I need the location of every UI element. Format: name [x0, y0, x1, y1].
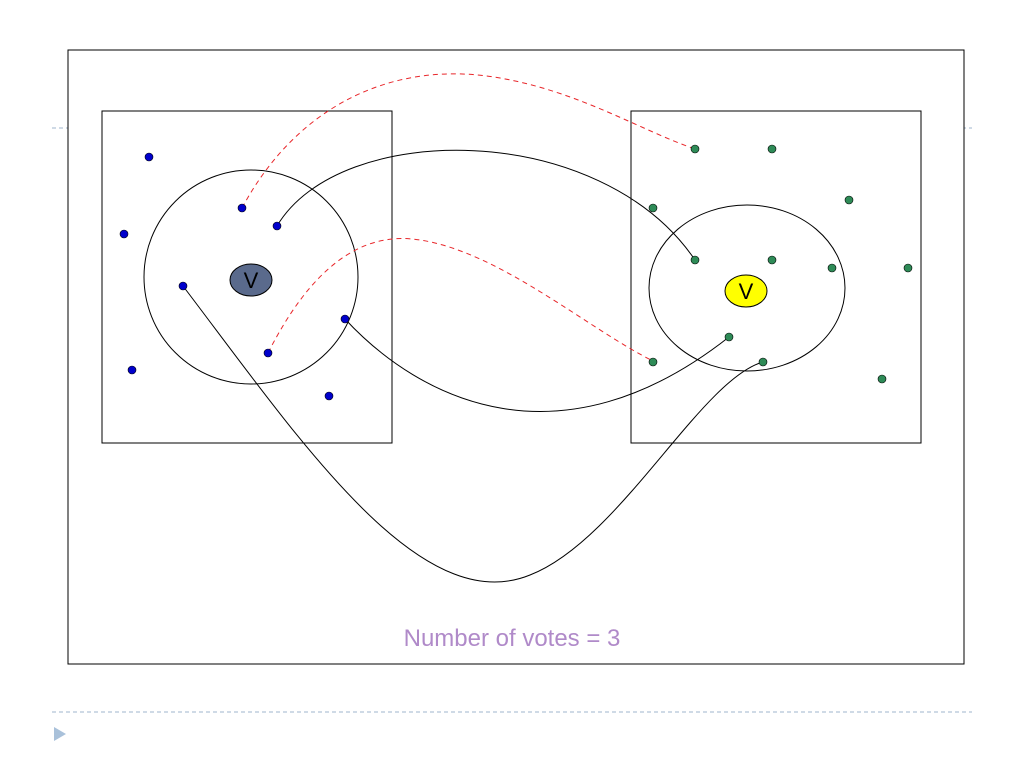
right-graph-box [630, 110, 922, 444]
green-point [758, 357, 768, 367]
blue-point [324, 391, 334, 401]
left-vertex-node [229, 263, 273, 297]
blue-point [272, 221, 282, 231]
green-point [827, 263, 837, 273]
matched-edge [182, 285, 764, 583]
blue-point [178, 281, 188, 291]
right-vertex-label: V [739, 279, 754, 304]
matched-edge [344, 318, 730, 412]
right-neighborhood-circle [648, 204, 846, 372]
green-point [648, 203, 658, 213]
left-neighborhood-circle [143, 169, 359, 385]
vote-edge [241, 73, 696, 209]
matched-edge [276, 149, 696, 261]
green-point [767, 144, 777, 154]
blue-point [340, 314, 350, 324]
left-graph-points [119, 152, 350, 401]
green-point [724, 332, 734, 342]
triangle-bullet-icon [54, 727, 66, 741]
left-vertex-label: V [244, 268, 259, 293]
green-point [690, 255, 700, 265]
blue-point [127, 365, 137, 375]
blue-point [237, 203, 247, 213]
green-point [690, 144, 700, 154]
right-graph-points [648, 144, 913, 384]
green-point [648, 357, 658, 367]
blue-point [144, 152, 154, 162]
vote-edge [267, 238, 654, 362]
right-vertex-node [724, 274, 768, 308]
green-point [903, 263, 913, 273]
green-point [844, 195, 854, 205]
blue-point [263, 348, 273, 358]
blue-point [119, 229, 129, 239]
votes-caption: Number of votes = 3 [404, 625, 621, 652]
green-point [877, 374, 887, 384]
green-point [767, 255, 777, 265]
